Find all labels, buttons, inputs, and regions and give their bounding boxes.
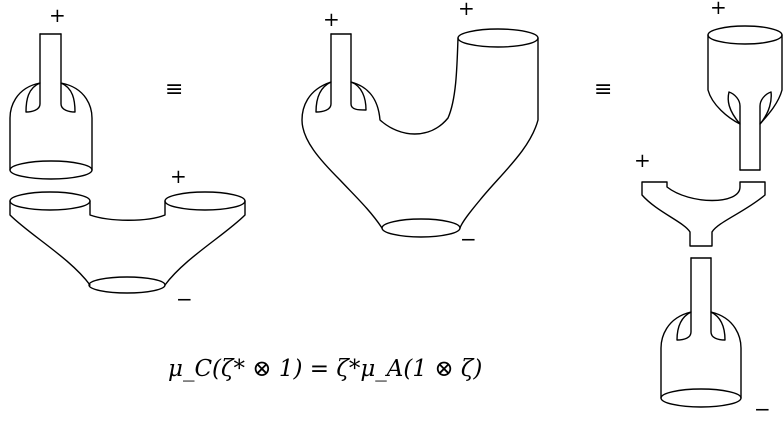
sign-minus: − xyxy=(754,397,771,421)
zeta-cobordism xyxy=(707,25,783,171)
mu-a-cobordism xyxy=(641,181,766,247)
zeta-star-cobordism-left xyxy=(9,33,93,180)
sign-plus: + xyxy=(458,0,475,20)
sign-minus: − xyxy=(460,227,477,251)
mu-c-cobordism xyxy=(9,191,246,294)
sign-plus: + xyxy=(634,148,651,172)
sign-minus: − xyxy=(176,287,193,311)
equiv-symbol: ≡ xyxy=(165,77,183,102)
equation-text: μ_C(ζ* ⊗ 1) = ζ*μ_A(1 ⊗ ζ) xyxy=(168,356,483,382)
equiv-symbol: ≡ xyxy=(594,77,612,102)
sign-plus: + xyxy=(49,3,66,27)
composite-cobordism xyxy=(301,28,539,238)
sign-plus: + xyxy=(170,164,187,188)
sign-plus: + xyxy=(323,7,340,31)
zeta-star-cobordism-right xyxy=(660,257,742,408)
sign-plus: + xyxy=(710,0,727,19)
